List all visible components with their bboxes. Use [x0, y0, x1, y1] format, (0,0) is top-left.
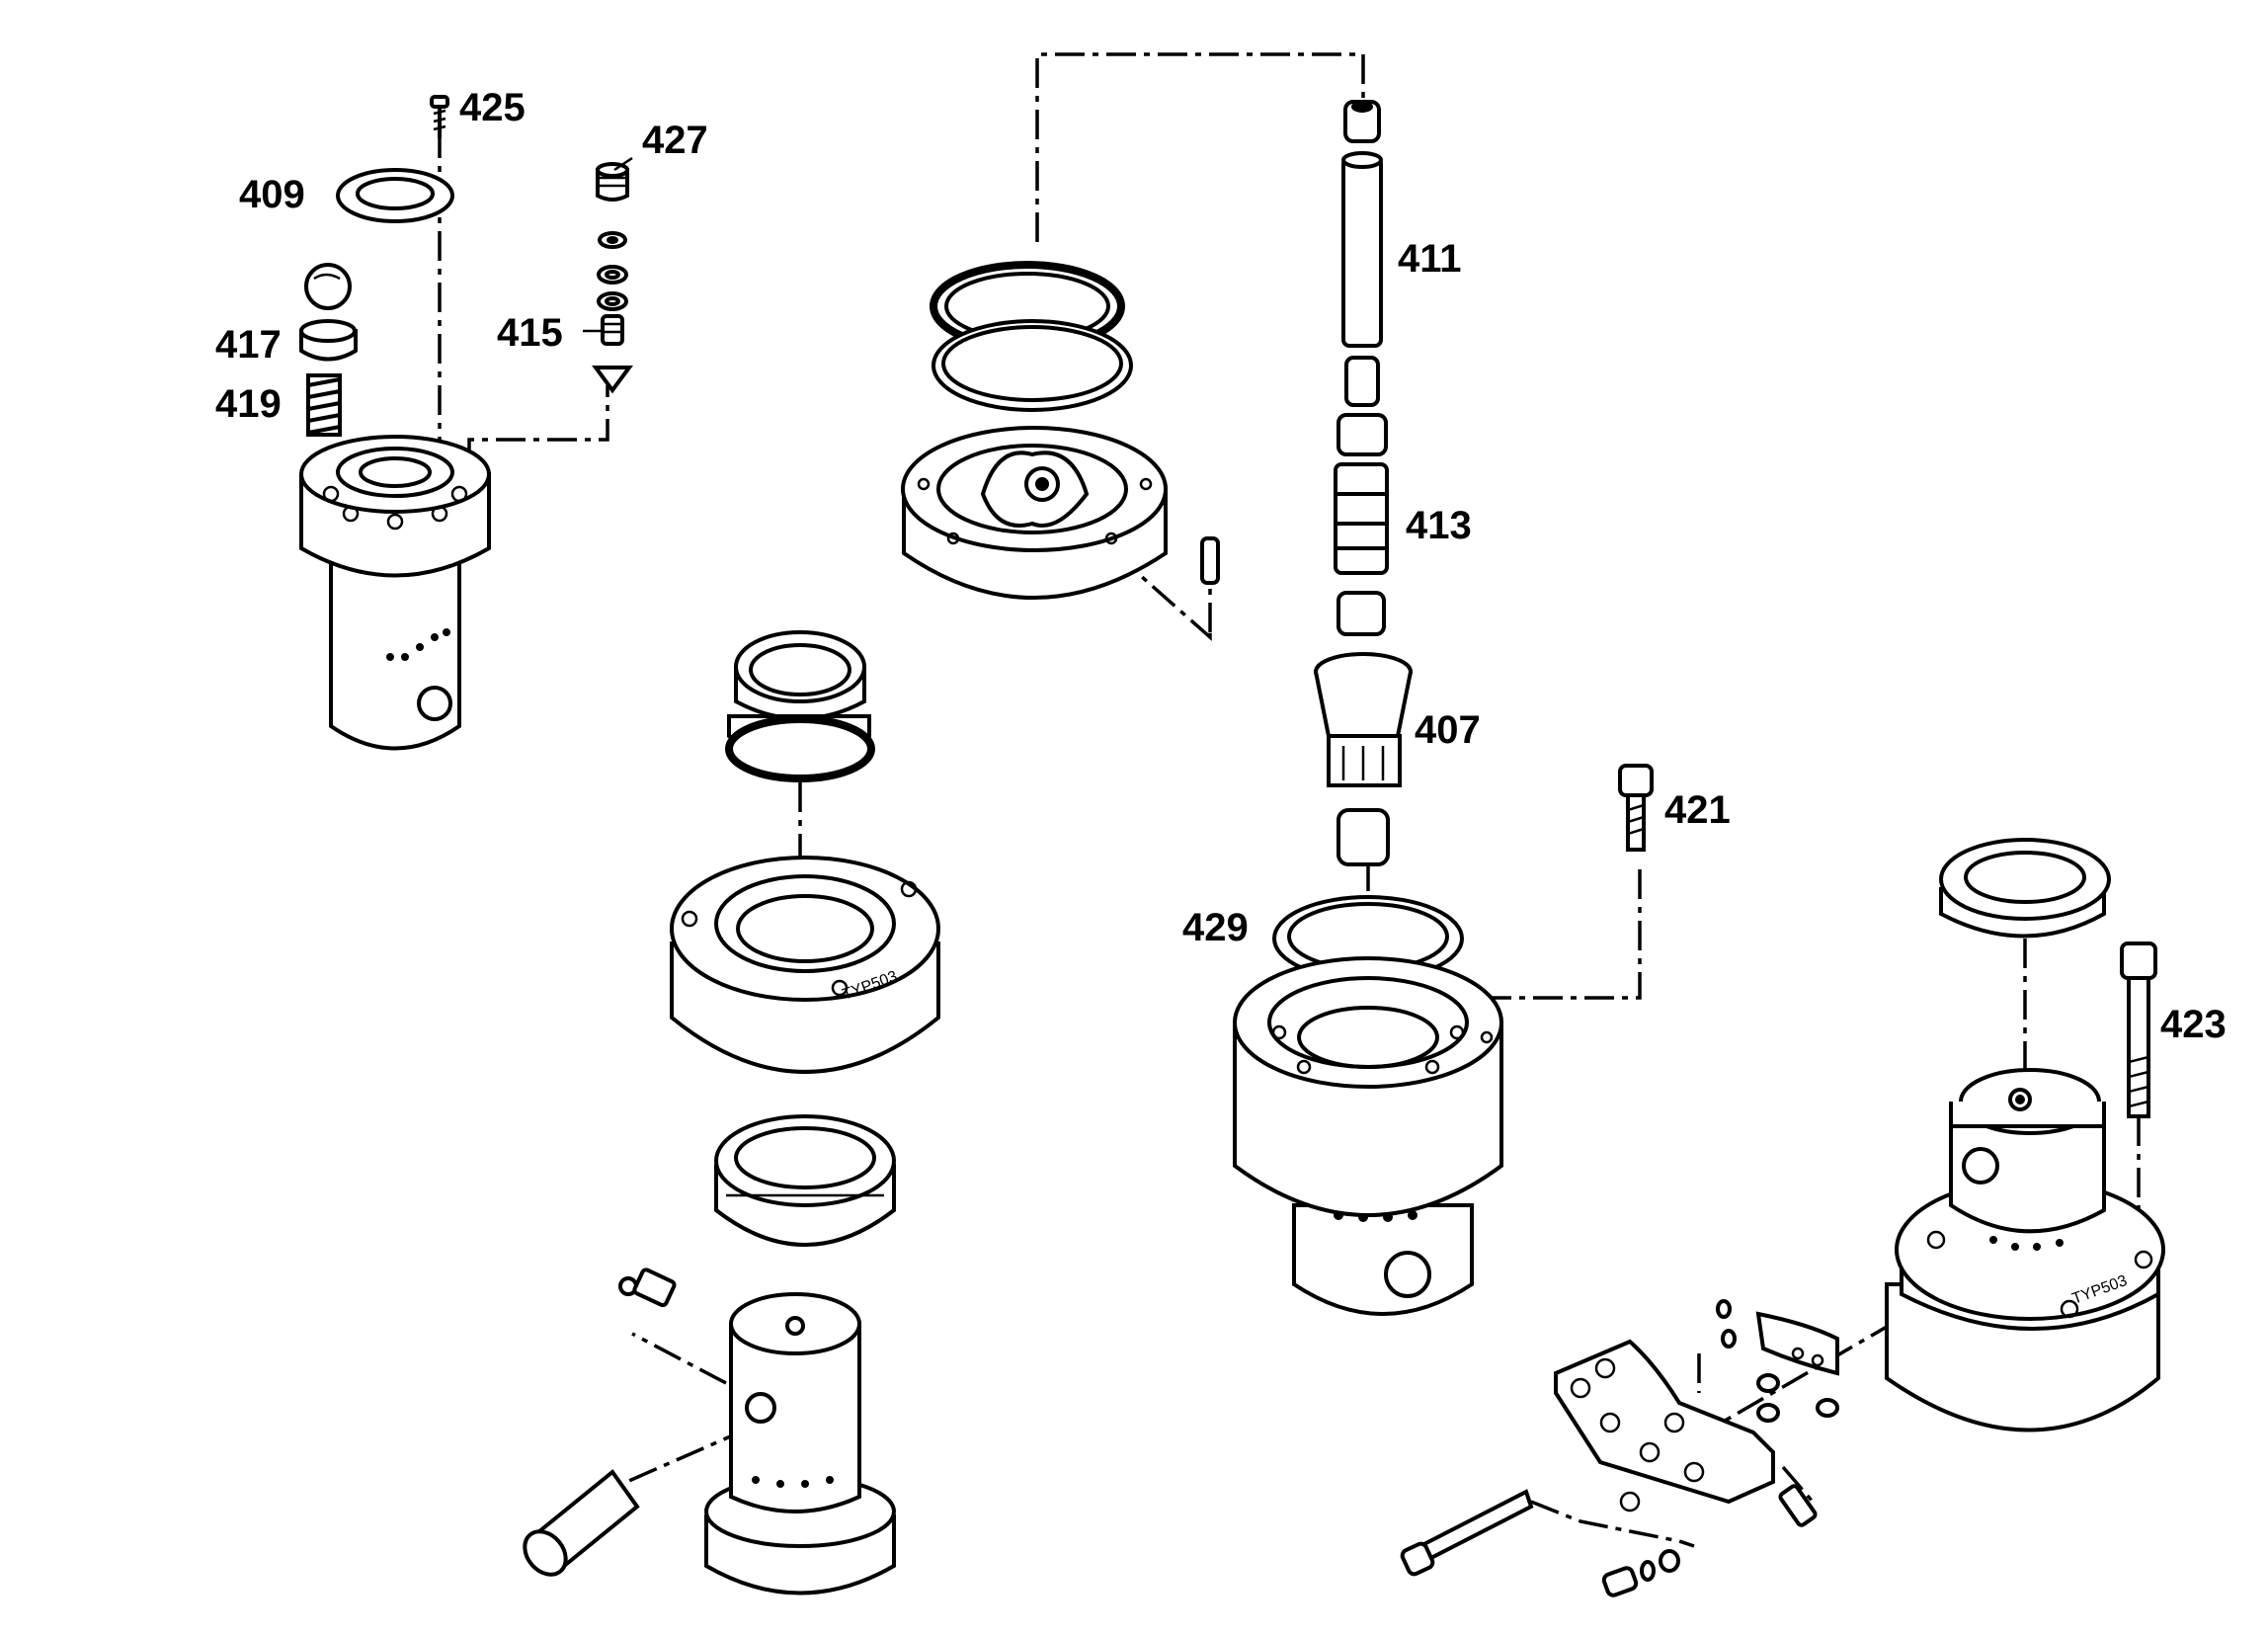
label-415: 415: [497, 311, 563, 355]
upper-left-valve-housing: [299, 95, 633, 751]
label-421: 421: [1664, 788, 1731, 832]
right-assembly: TYP503: [1400, 838, 2165, 1597]
label-411: 411: [1398, 237, 1462, 281]
label-413: 413: [1406, 504, 1472, 547]
label-409: 409: [239, 173, 305, 216]
label-427: 427: [642, 119, 708, 162]
label-423: 423: [2160, 1003, 2227, 1046]
label-407: 407: [1415, 708, 1481, 752]
center-left-assembly: TYP503: [523, 630, 940, 1595]
assembly-lines: [438, 52, 2141, 1548]
long-bolt: [1400, 1489, 1534, 1577]
label-429: 429: [1182, 906, 1249, 949]
spring-419: [306, 373, 342, 437]
label-417: 417: [215, 323, 282, 367]
label-425: 425: [459, 86, 526, 129]
sleeve: [523, 1469, 640, 1577]
housing-429: [1233, 895, 1503, 1316]
screw-425: [430, 95, 449, 138]
screw-421: [1618, 764, 1654, 852]
vertical-valve-stack: [1200, 100, 1413, 866]
upper-center-flange: [901, 261, 1168, 600]
bolt-423: [2120, 941, 2157, 1118]
stack-427-415: [592, 162, 633, 394]
label-419: 419: [215, 382, 282, 426]
leader-lines: [583, 156, 633, 333]
part-labels: 425 409 427 417 415 419 411 413 407 421 …: [215, 86, 2227, 1046]
cap-417: [299, 319, 358, 362]
fitting: [618, 1268, 677, 1308]
housing-upper-left: [299, 435, 491, 751]
ring-409: [336, 168, 454, 223]
